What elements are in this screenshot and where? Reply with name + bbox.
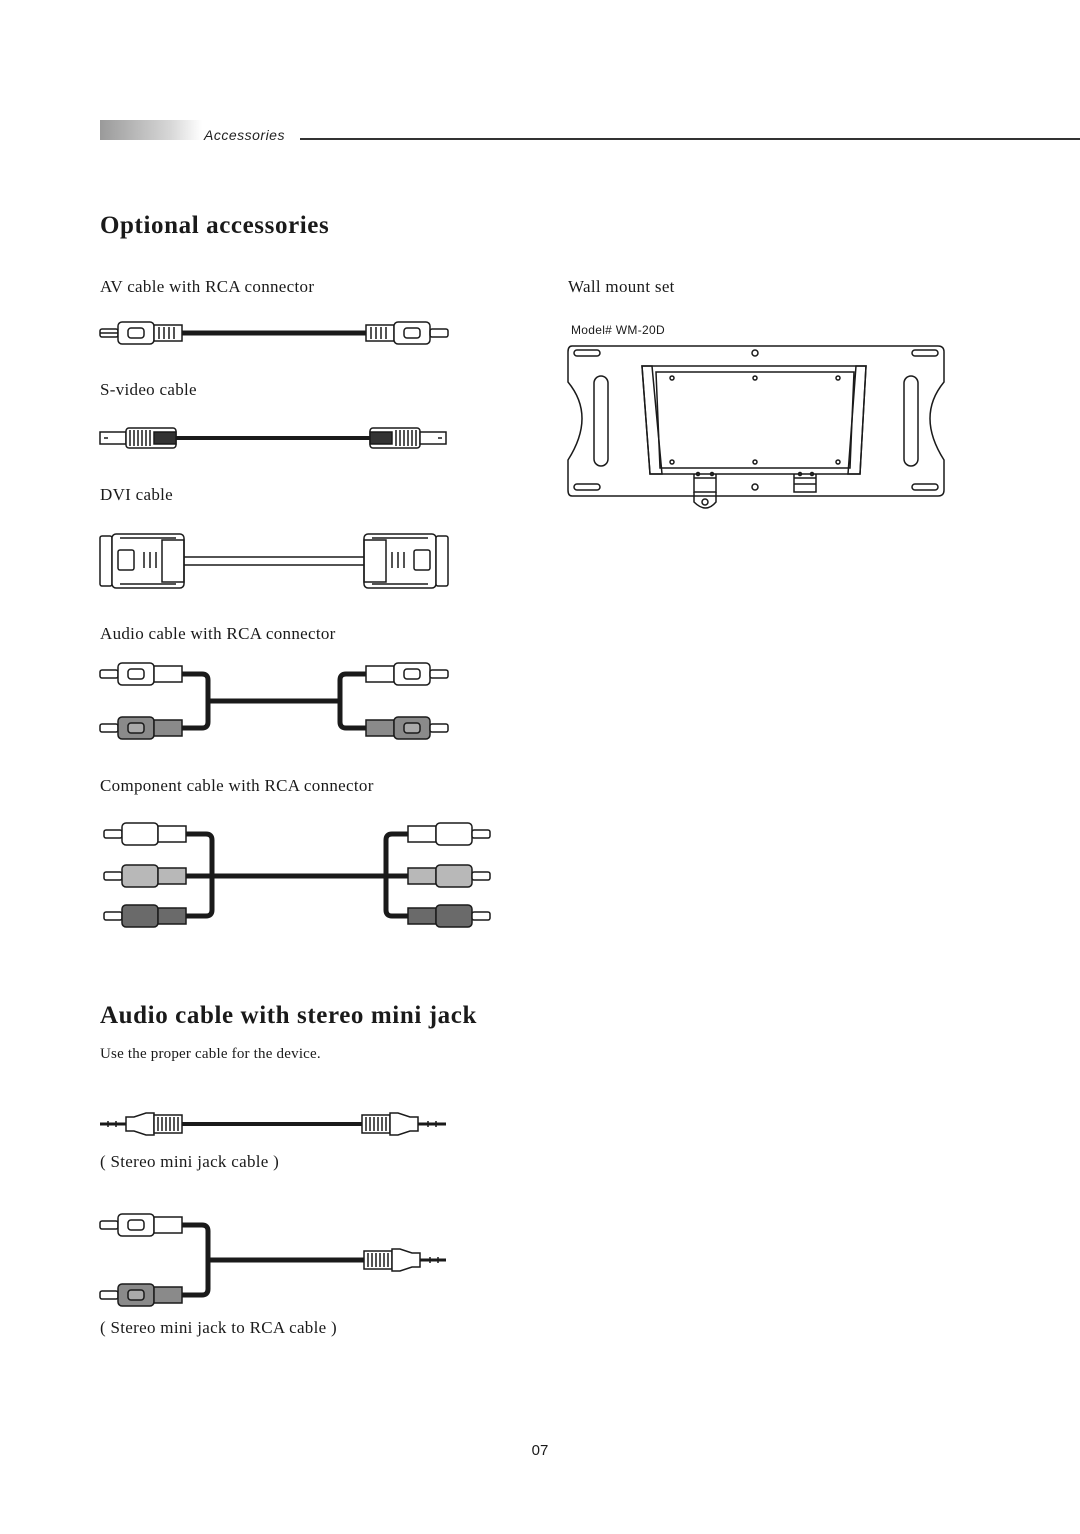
wall-mount-illustration [567, 345, 945, 509]
page-title-optional-accessories: Optional accessories [100, 212, 330, 239]
caption-dvi-cable: DVI cable [100, 485, 174, 504]
caption-av-cable: AV cable with RCA connector [100, 277, 315, 296]
caption-wall-mount: Wall mount set [568, 277, 675, 296]
av-cable-illustration [99, 321, 449, 345]
mini-jack-note: Use the proper cable for the device. [100, 1046, 321, 1062]
header-gradient-bar [100, 120, 202, 140]
wall-mount-model-number: Model# WM-20D [571, 323, 665, 337]
caption-stereo-mini-jack-to-rca: ( Stereo mini jack to RCA cable ) [100, 1318, 337, 1337]
header-rule [300, 138, 1080, 140]
caption-stereo-mini-jack-cable: ( Stereo mini jack cable ) [100, 1152, 280, 1171]
audio-rca-cable-illustration [99, 662, 449, 740]
caption-svideo-cable: S-video cable [100, 380, 197, 399]
section-label: Accessories [204, 127, 285, 143]
svideo-cable-illustration [99, 427, 447, 449]
page-number: 07 [531, 1442, 549, 1459]
caption-audio-rca-cable: Audio cable with RCA connector [100, 624, 336, 643]
component-cable-illustration [103, 822, 491, 928]
caption-component-cable: Component cable with RCA connector [100, 776, 374, 795]
section-title-mini-jack: Audio cable with stereo mini jack [100, 1002, 477, 1029]
stereo-mini-jack-to-rca-illustration [99, 1213, 446, 1307]
stereo-mini-jack-cable-illustration [100, 1112, 446, 1136]
dvi-cable-illustration [99, 533, 449, 589]
